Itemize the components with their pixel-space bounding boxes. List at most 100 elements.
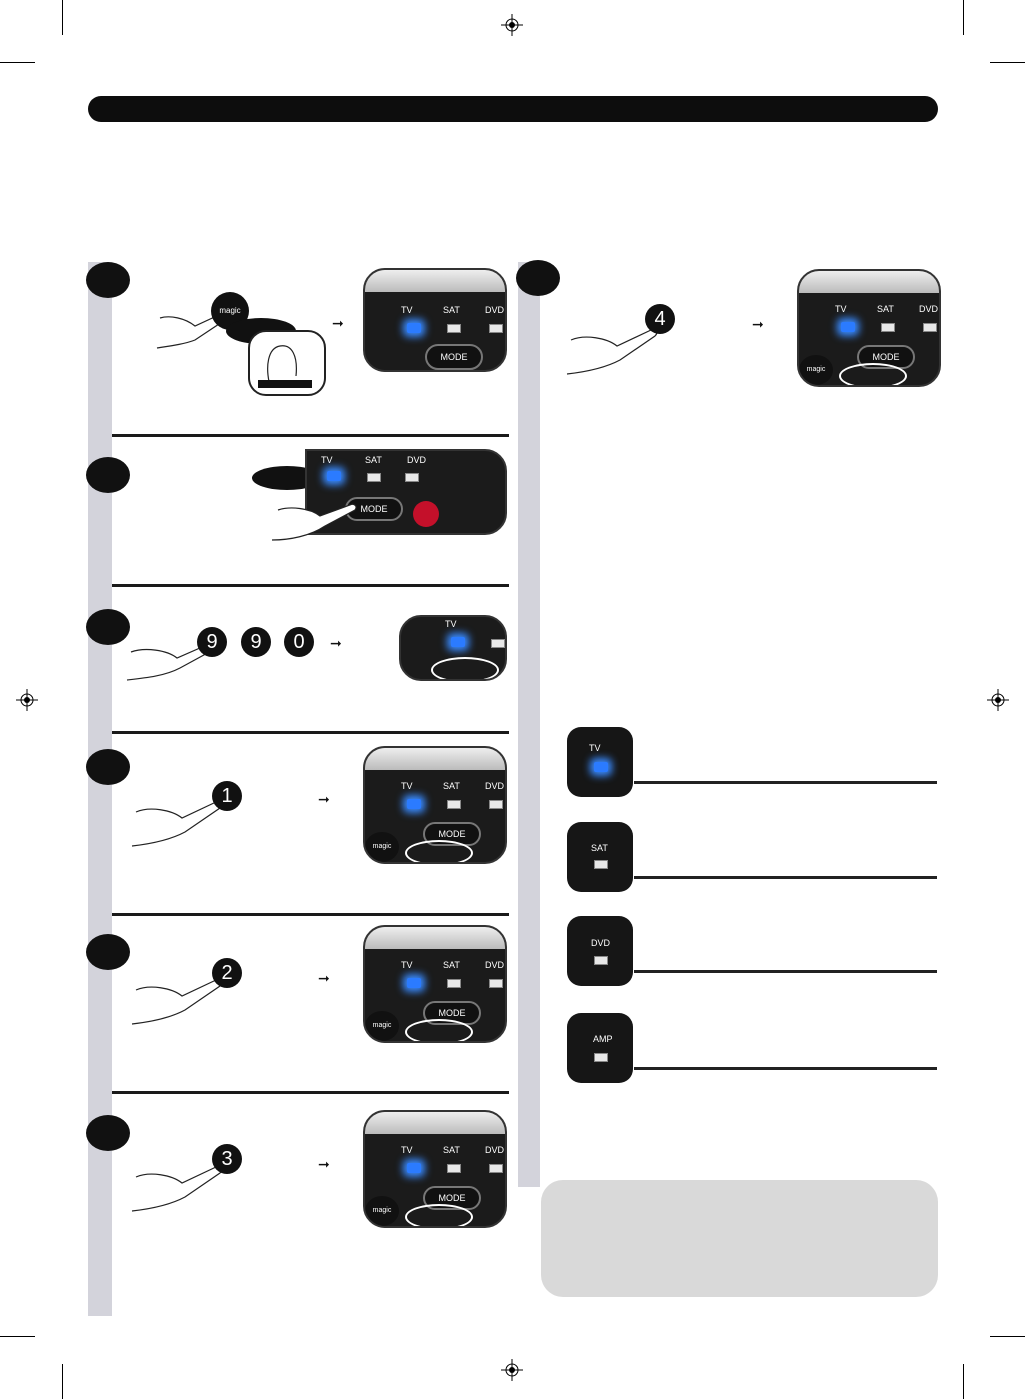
sat-led (367, 473, 381, 482)
dvd-label: DVD (485, 305, 505, 315)
tv-led (841, 322, 855, 332)
crop-mark (62, 1364, 63, 1399)
sat-label: SAT (443, 781, 460, 791)
registration-mark-icon (987, 689, 1009, 711)
arrow-icon: ➞ (318, 970, 330, 986)
dvd-led (489, 800, 503, 809)
tv-label: TV (401, 305, 413, 315)
crop-mark (963, 1364, 964, 1399)
step-divider (112, 1091, 509, 1094)
row-divider (634, 876, 937, 879)
digit-key: 3 (212, 1144, 242, 1174)
tv-led (407, 1163, 421, 1173)
tv-led (407, 978, 421, 988)
remote-panel: TV SAT DVD MODE (363, 268, 507, 372)
amp-led (594, 1053, 608, 1062)
remote-panel: TV SAT DVD MODE (305, 449, 507, 535)
remote-panel: TV SAT DVD MODE magic (363, 746, 507, 864)
dvd-led (405, 473, 419, 482)
step-marker (86, 934, 130, 970)
sat-led (447, 324, 461, 333)
sat-label: SAT (365, 455, 382, 465)
arrow-icon: ➞ (332, 315, 344, 331)
dvd-led (489, 324, 503, 333)
sat-led (594, 860, 608, 869)
blink-highlight (839, 363, 907, 385)
registration-mark-icon (501, 14, 523, 36)
dvd-label: DVD (485, 781, 505, 791)
crop-mark (62, 0, 63, 35)
magic-key: magic (365, 1011, 399, 1041)
magic-key: magic (365, 1196, 399, 1226)
sat-label: SAT (877, 304, 894, 314)
row-divider (634, 970, 937, 973)
crop-mark (990, 1336, 1025, 1337)
tv-label: TV (445, 619, 457, 629)
registration-mark-icon (16, 689, 38, 711)
sat-label: SAT (591, 843, 608, 853)
dvd-label: DVD (485, 1145, 505, 1155)
sat-mode-icon: SAT (567, 822, 633, 892)
arrow-icon: ➞ (330, 635, 342, 651)
sat-led (881, 323, 895, 332)
blink-highlight (405, 840, 473, 862)
tv-led (407, 323, 421, 333)
digit-key: 2 (212, 958, 242, 988)
sat-label: SAT (443, 960, 460, 970)
sat-led (447, 1164, 461, 1173)
crop-mark (0, 62, 35, 63)
step-divider (112, 584, 509, 587)
power-button-icon (413, 501, 439, 527)
tv-label: TV (401, 960, 413, 970)
tv-led (407, 799, 421, 809)
tv-led (594, 762, 608, 772)
row-divider (634, 781, 937, 784)
step-divider (112, 434, 509, 437)
step-marker (86, 749, 130, 785)
sat-label: SAT (443, 305, 460, 315)
magic-key: magic (799, 355, 833, 385)
dvd-led (594, 956, 608, 965)
digit-key: 1 (212, 781, 242, 811)
step-marker (86, 609, 130, 645)
digit-key: 4 (645, 304, 675, 334)
crop-mark (990, 62, 1025, 63)
finger-icon (258, 345, 312, 388)
magic-key: magic (365, 832, 399, 862)
tv-label: TV (401, 781, 413, 791)
sat-led (447, 979, 461, 988)
sat-label: SAT (443, 1145, 460, 1155)
row-divider (634, 1067, 937, 1070)
right-step-rail (518, 262, 540, 1187)
arrow-icon: ➞ (318, 1156, 330, 1172)
registration-mark-icon (501, 1359, 523, 1381)
remote-panel: TV SAT DVD MODE magic (363, 925, 507, 1043)
step-divider (112, 731, 509, 734)
tv-led (327, 471, 341, 481)
dvd-led (923, 323, 937, 332)
blink-highlight (405, 1204, 473, 1226)
step-divider (112, 913, 509, 916)
amp-mode-icon: AMP (567, 1013, 633, 1083)
hand-pressing-icon (271, 503, 357, 541)
digit-key: 9 (197, 627, 227, 657)
tv-label: TV (835, 304, 847, 314)
tv-label: TV (321, 455, 333, 465)
mode-button: MODE (345, 497, 403, 521)
dvd-mode-icon: DVD (567, 916, 633, 986)
header-bar (88, 96, 938, 122)
sat-led (447, 800, 461, 809)
crop-mark (0, 1336, 35, 1337)
mode-button: MODE (425, 344, 483, 370)
blink-highlight (405, 1019, 473, 1041)
tv-led (451, 637, 465, 647)
step-marker (86, 457, 130, 493)
remote-panel: TV (399, 615, 507, 681)
arrow-icon: ➞ (752, 316, 764, 332)
left-step-rail (88, 262, 112, 1316)
dvd-label: DVD (919, 304, 939, 314)
blink-highlight (431, 657, 499, 679)
digit-key: 0 (284, 627, 314, 657)
tv-mode-icon: TV (567, 727, 633, 797)
dvd-led (489, 1164, 503, 1173)
